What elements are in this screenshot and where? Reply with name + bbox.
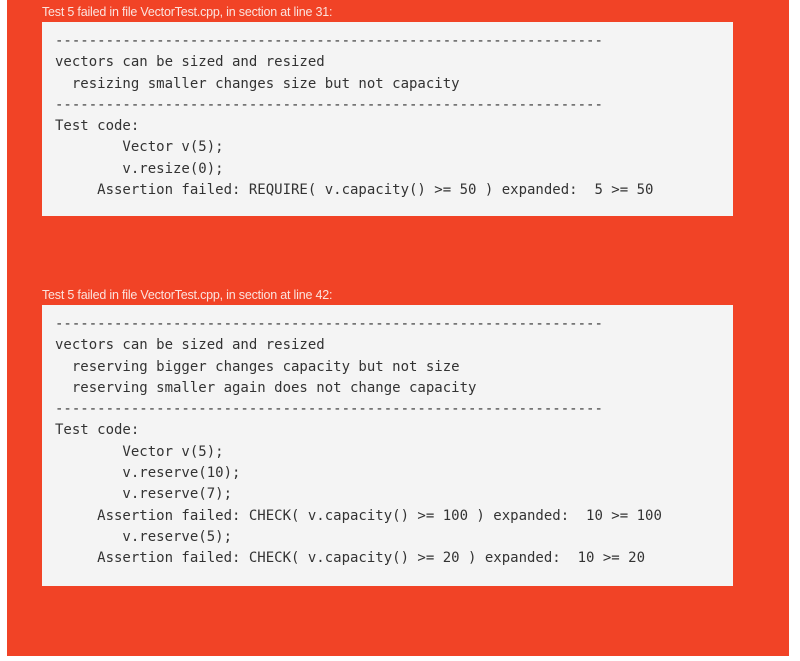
failure-output-2: ----------------------------------------… <box>55 316 662 567</box>
failure-output-box-2: ----------------------------------------… <box>42 305 733 586</box>
failure-heading-1: Test 5 failed in file VectorTest.cpp, in… <box>42 5 333 19</box>
failure-output-box-1: ----------------------------------------… <box>42 22 733 216</box>
test-failure-panel: Test 5 failed in file VectorTest.cpp, in… <box>7 0 789 656</box>
failure-output-1: ----------------------------------------… <box>55 33 654 199</box>
failure-heading-2: Test 5 failed in file VectorTest.cpp, in… <box>42 288 333 302</box>
